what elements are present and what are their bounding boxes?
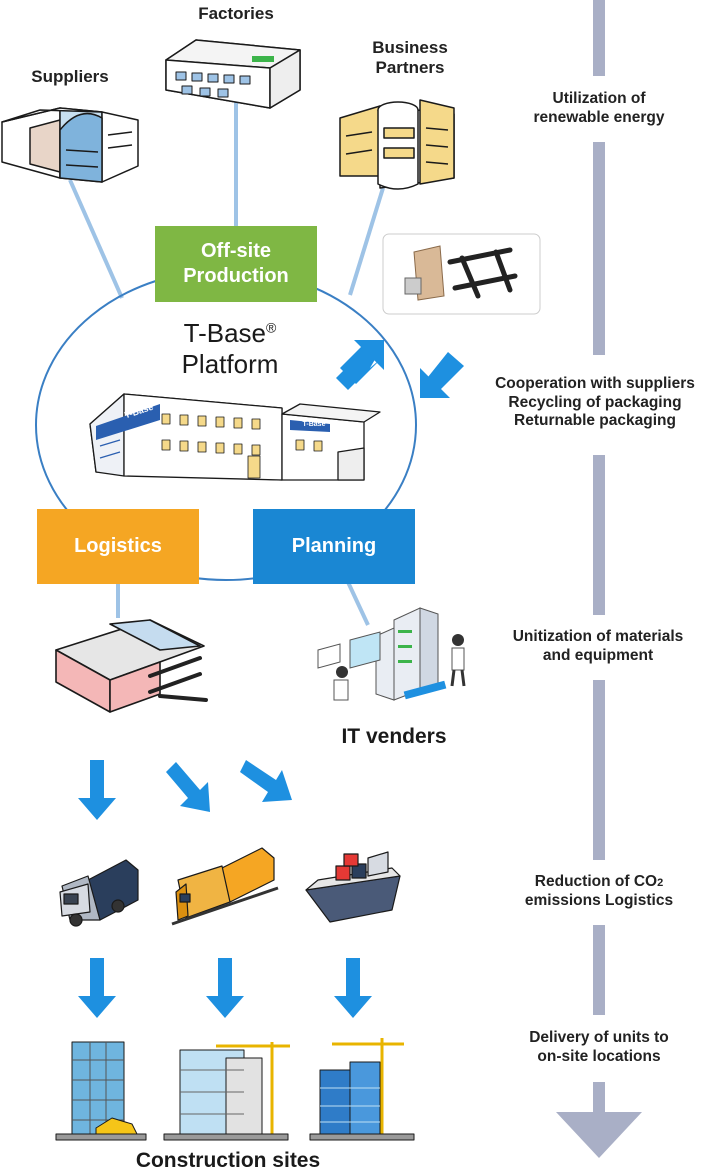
sidebar-step-cooperation-line1: Cooperation with suppliers bbox=[495, 375, 695, 392]
partners-building-icon bbox=[339, 99, 455, 190]
platform-line2: Platform bbox=[181, 349, 279, 380]
sidebar-step-cooperation-line3: Returnable packaging bbox=[514, 412, 676, 430]
connector-lines bbox=[68, 100, 385, 626]
construction-site-1-icon bbox=[55, 1041, 147, 1141]
construction-site-2-icon bbox=[163, 1042, 290, 1141]
logistics-arrows bbox=[78, 760, 292, 820]
packaging-image bbox=[382, 233, 541, 315]
sidebar-step-renewable: Utilization of renewable energy bbox=[500, 90, 698, 127]
exchange-arrows bbox=[336, 340, 464, 398]
sidebar-step-delivery-line1: Delivery of units to bbox=[529, 1029, 669, 1046]
sidebar-step-unitization-line1: Unitization of materials bbox=[512, 628, 684, 645]
platform-name: T-Base bbox=[183, 318, 267, 348]
factories-building-icon bbox=[165, 39, 301, 109]
unit-frame-icon bbox=[55, 619, 208, 713]
logistics-box: Logistics bbox=[37, 509, 199, 584]
platform-label: T-Base® Platform bbox=[140, 318, 320, 380]
sidebar-step-cooperation: Cooperation with suppliers Recycling of … bbox=[486, 375, 704, 431]
offsite-line2: Production bbox=[183, 265, 289, 287]
it-venders-label: IT venders bbox=[341, 725, 447, 748]
registered-mark: ® bbox=[266, 319, 277, 336]
sidebar-step-co2: Reduction of CO2 emissions Logistics bbox=[500, 873, 698, 910]
sidebar-step-delivery: Delivery of units to on-site locations bbox=[500, 1029, 698, 1066]
sidebar-step-renewable-line1: Utilization of bbox=[552, 90, 646, 107]
construction-sites-label: Construction sites bbox=[135, 1149, 321, 1172]
sidebar-step-renewable-line2: renewable energy bbox=[533, 108, 665, 126]
truck-icon bbox=[59, 859, 139, 927]
delivery-arrows bbox=[78, 958, 372, 1018]
train-icon bbox=[171, 847, 279, 926]
suppliers-label: Suppliers bbox=[31, 67, 109, 86]
sidebar-step-cooperation-line2: Recycling of packaging bbox=[508, 393, 682, 411]
ship-icon bbox=[305, 851, 401, 923]
sidebar-bar bbox=[556, 0, 642, 1158]
sidebar-step-unitization: Unitization of materials and equipment bbox=[494, 628, 702, 665]
tbase-building-icon bbox=[89, 393, 381, 481]
partners-label-line1: Business bbox=[372, 38, 448, 57]
sidebar-arrow-head bbox=[556, 1112, 642, 1158]
co2-subscript: 2 bbox=[657, 877, 664, 889]
sidebar-step-delivery-line2: on-site locations bbox=[537, 1047, 661, 1065]
construction-site-3-icon bbox=[309, 1038, 415, 1141]
it-vendors-icon bbox=[317, 607, 466, 701]
sidebar-step-co2-line1: Reduction of CO bbox=[534, 873, 658, 890]
planning-box: Planning bbox=[253, 509, 415, 584]
sidebar-step-co2-line2: emissions Logistics bbox=[524, 891, 674, 909]
offsite-production-box: Off-site Production bbox=[155, 226, 317, 302]
building-sign-small: T-Base bbox=[302, 421, 326, 428]
partners-label-line2: Partners bbox=[375, 58, 445, 78]
factories-label: Factories bbox=[198, 4, 274, 23]
partners-label: Business Partners bbox=[350, 38, 470, 79]
suppliers-building-icon bbox=[1, 107, 139, 183]
offsite-line1: Off-site bbox=[200, 240, 271, 262]
sidebar-step-unitization-line2: and equipment bbox=[542, 646, 654, 664]
